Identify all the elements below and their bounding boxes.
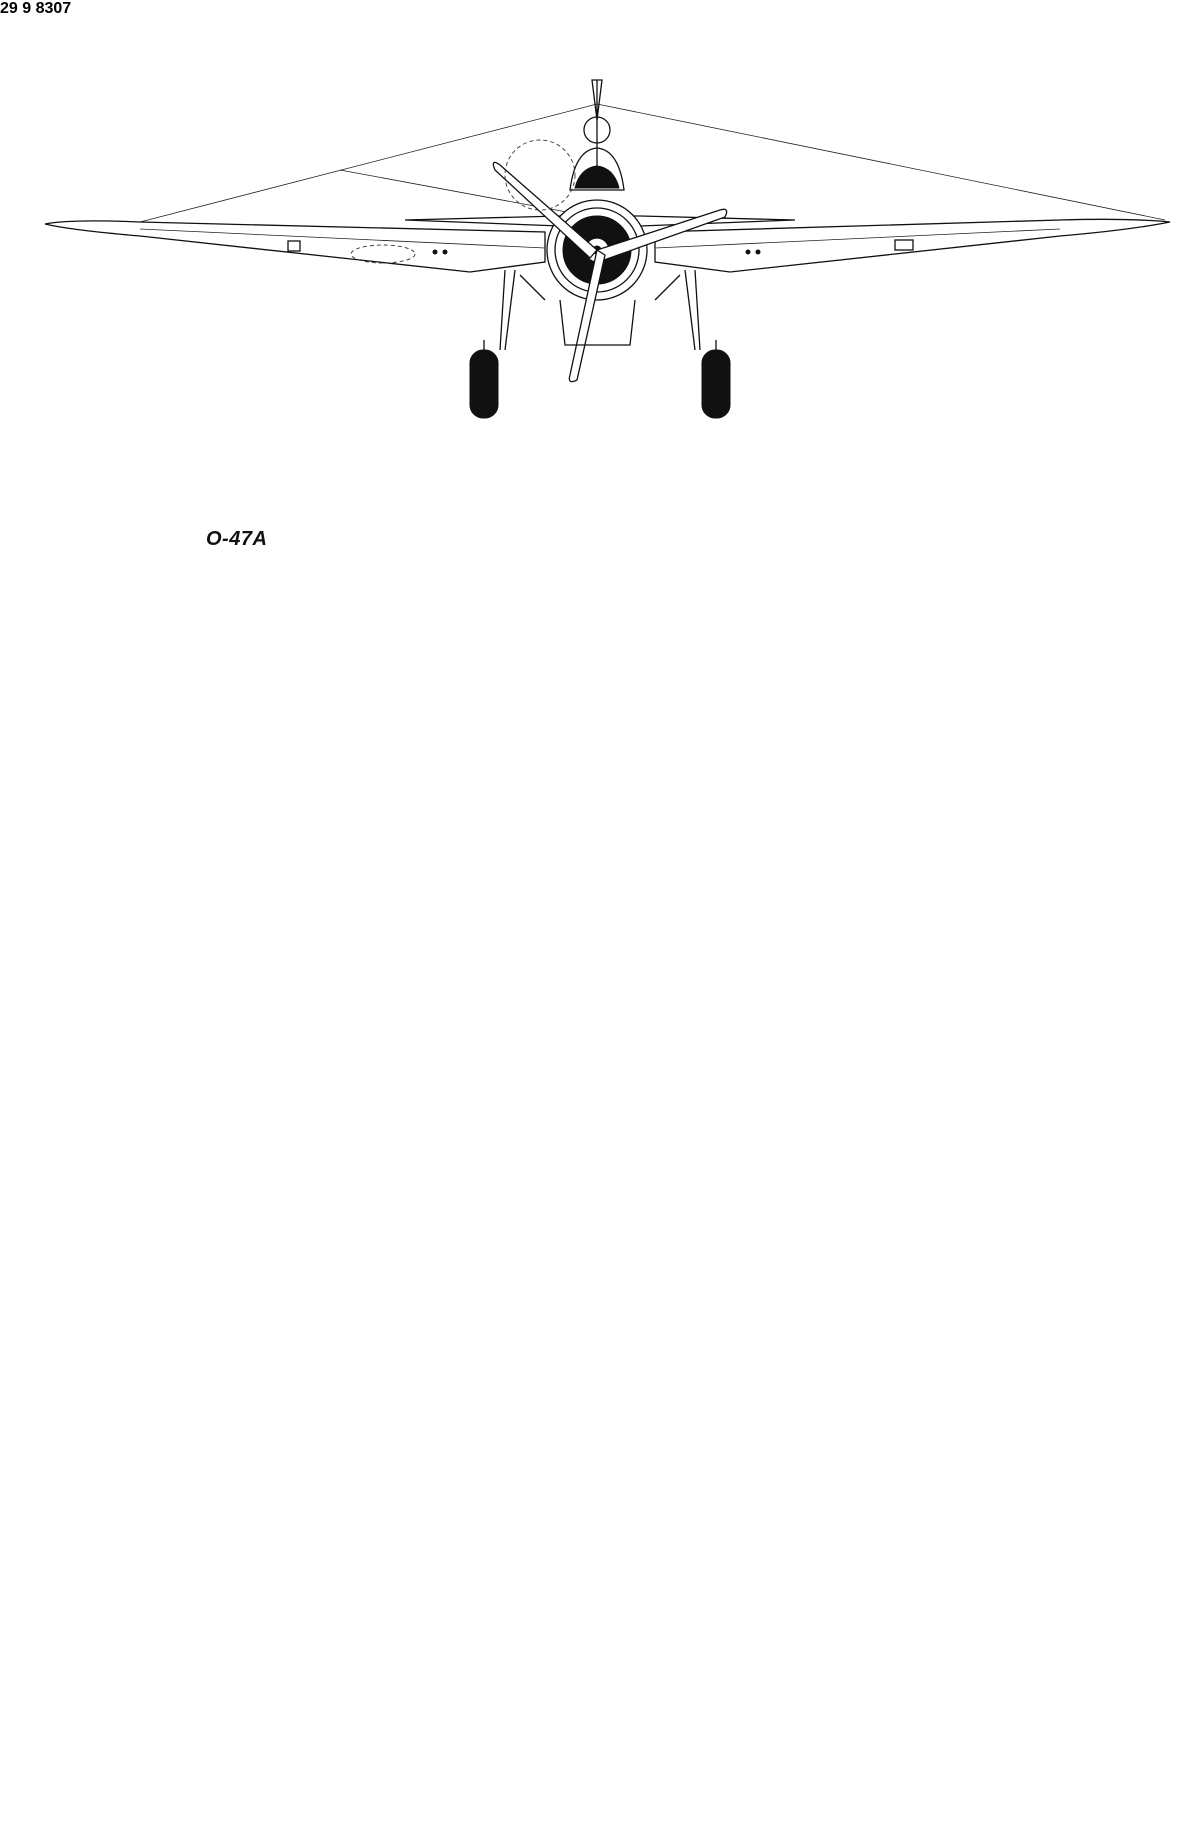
- side-fuselage: 29 9 8307: [0, 0, 71, 17]
- side-view: 29 9 8307: [0, 0, 71, 17]
- front-propeller: [492, 139, 728, 383]
- tail-number-large: 9: [22, 0, 32, 17]
- tail-number-small: 8307: [35, 0, 72, 17]
- front-left-wing: [44, 220, 546, 273]
- tail-prefix: 29: [0, 0, 18, 17]
- side-fin: 29 9 8307: [0, 0, 71, 17]
- front-right-wing: [654, 218, 1171, 273]
- front-view: [44, 79, 1171, 419]
- front-landing-gear: [469, 269, 731, 419]
- model-designation-label: O-47A: [206, 528, 268, 550]
